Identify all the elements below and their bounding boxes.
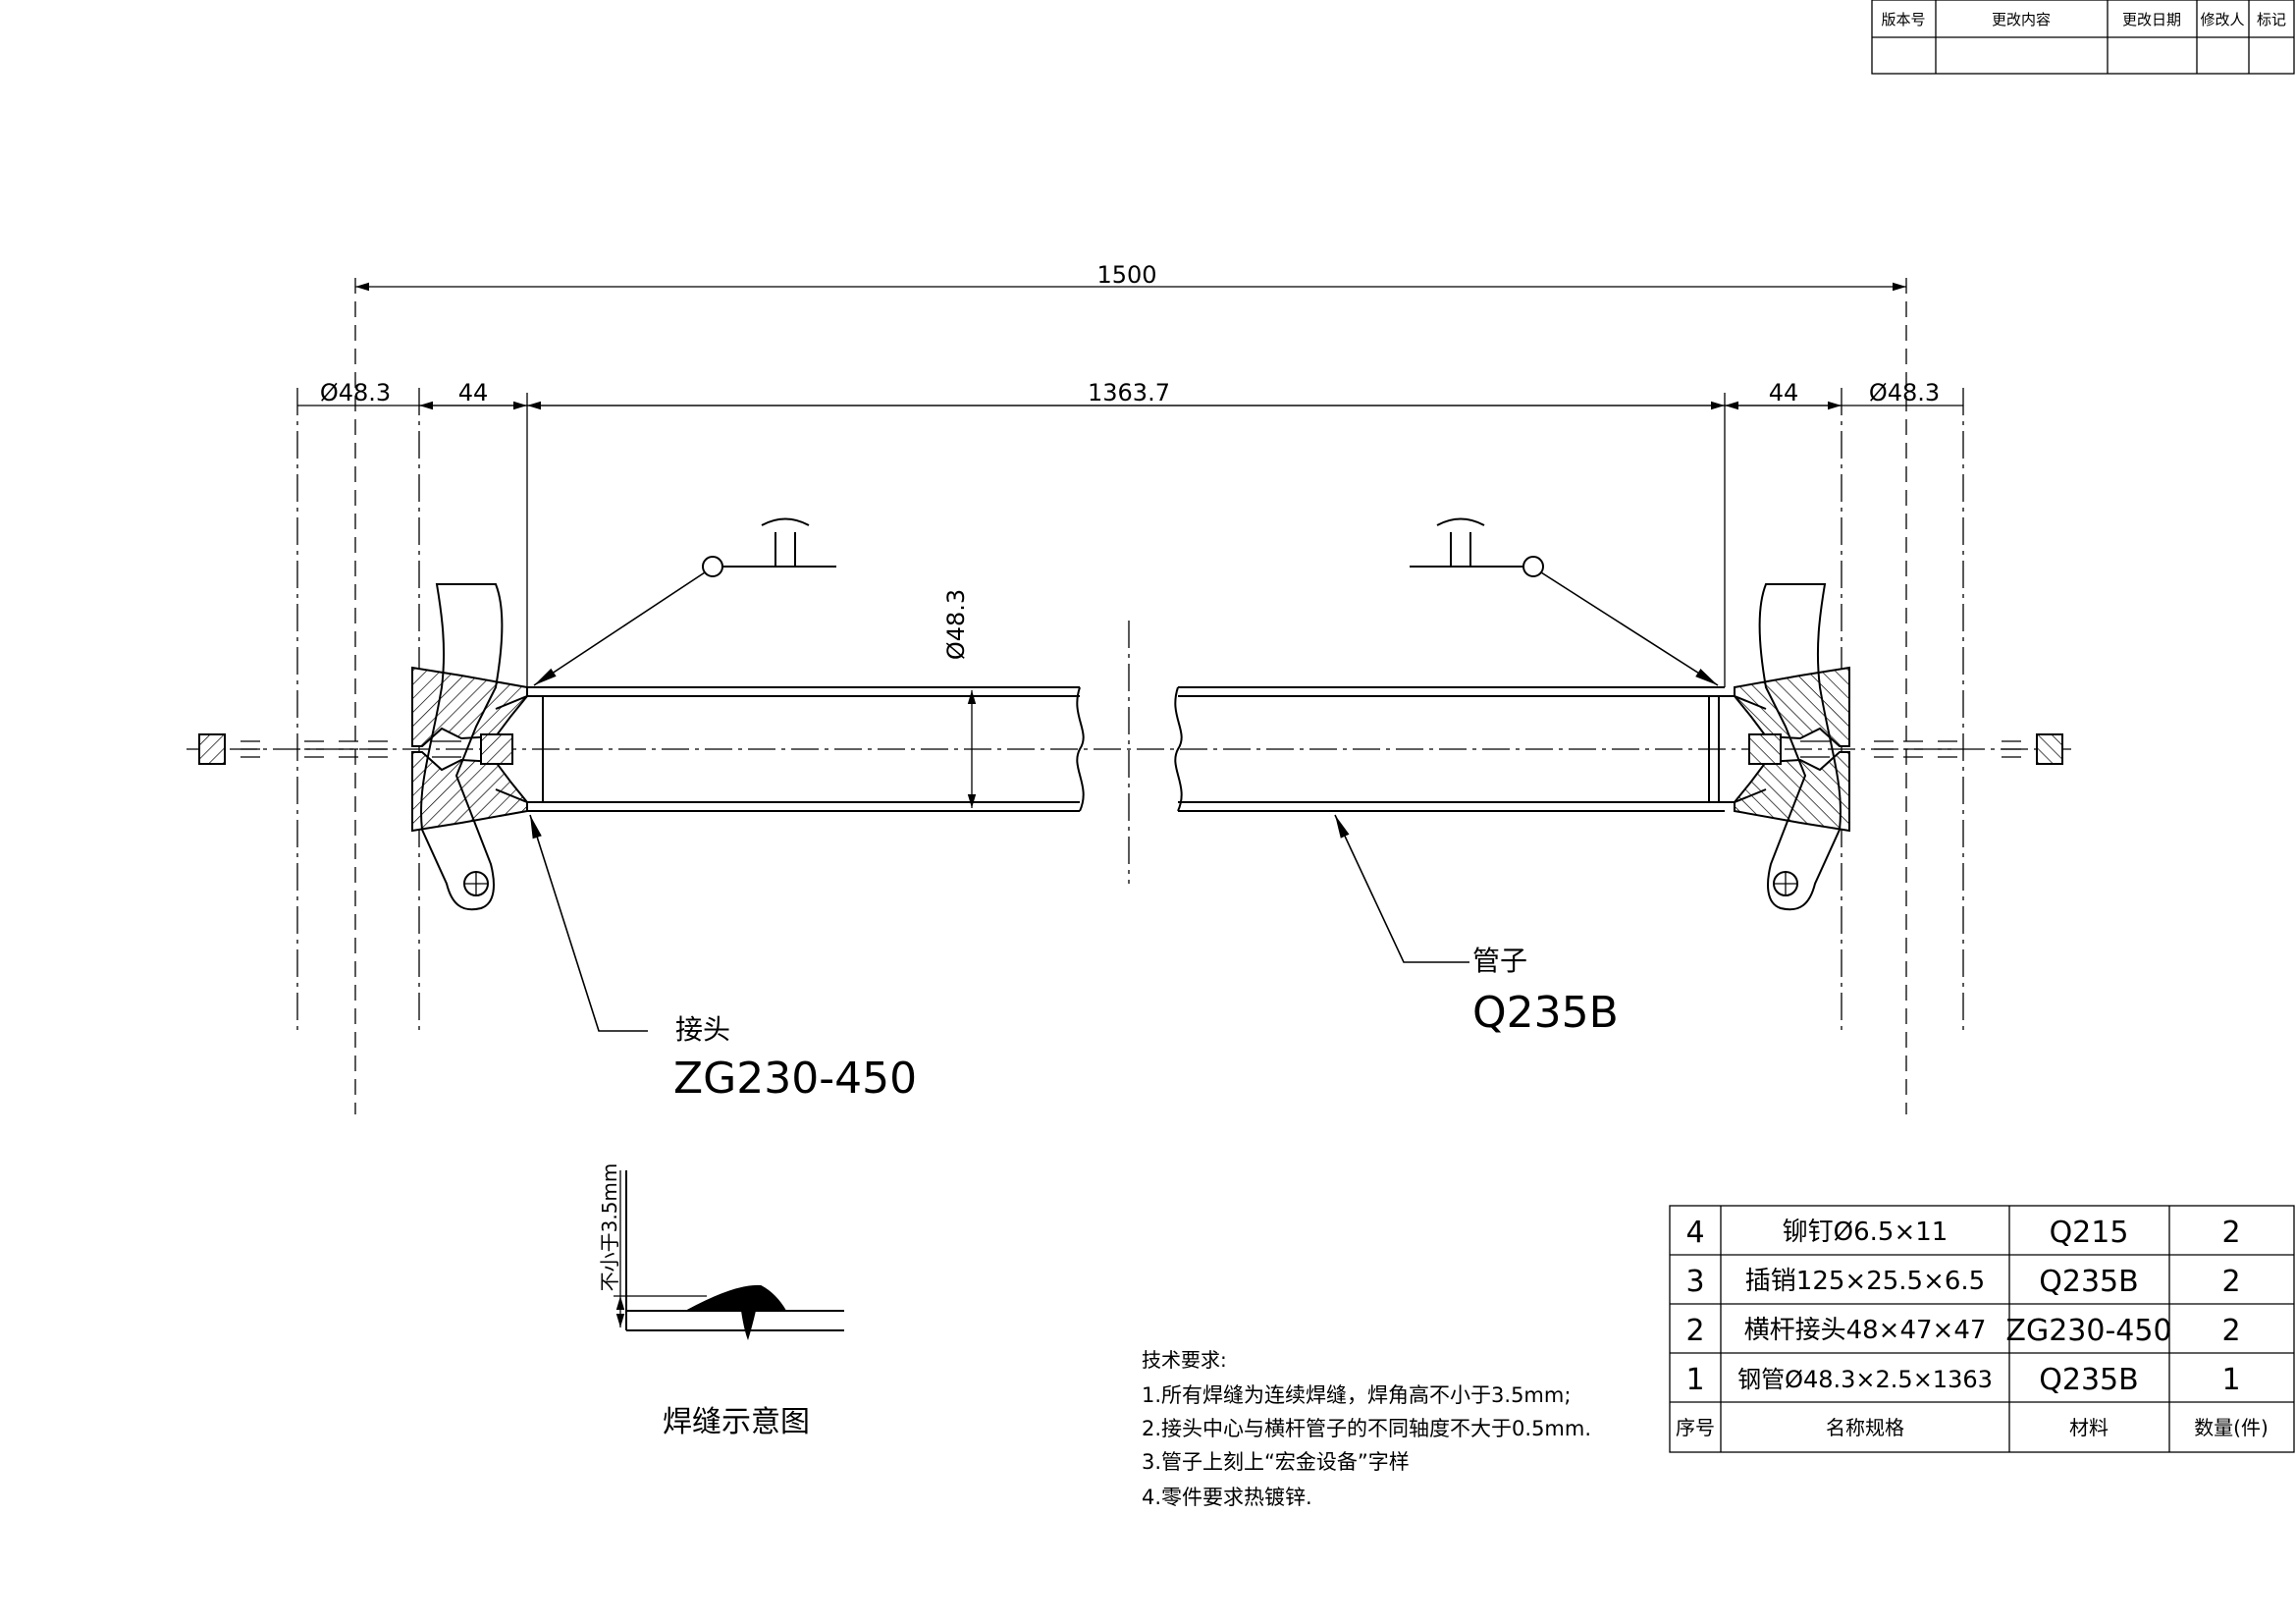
- dim-left-diameter: Ø48.3: [320, 379, 391, 406]
- tech-requirements-title: 技术要求:: [1142, 1348, 1227, 1372]
- weld-diagram-title: 焊缝示意图: [663, 1405, 810, 1439]
- bom-row-2-material: ZG230-450: [2005, 1314, 2171, 1348]
- bom-header-name: 名称规格: [1826, 1416, 1904, 1439]
- pipe-material-label: Q235B: [1472, 988, 1619, 1038]
- extension-lines: [296, 278, 1964, 1114]
- right-joint: [1718, 583, 2063, 911]
- bom-row-3-no: 3: [1685, 1265, 1704, 1299]
- revision-table: 版本号 更改内容 更改日期 修改人 标记: [1871, 0, 2295, 75]
- bom-row-1-name: 钢管Ø48.3×2.5×1363: [1737, 1366, 1993, 1393]
- tech-requirement-3: 3.管子上刻上“宏金设备”字样: [1142, 1450, 1410, 1474]
- tech-requirements: 技术要求: 1.所有焊缝为连续焊缝，焊角高不小于3.5mm; 2.接头中心与横杆…: [1142, 1348, 1591, 1509]
- weld-diagram: 不小于3.5mm 焊缝示意图: [598, 1164, 844, 1439]
- dim-right-diameter: Ø48.3: [1869, 379, 1940, 406]
- bom-row-1-qty: 1: [2221, 1363, 2240, 1397]
- dim-left-joint: 44: [458, 379, 489, 406]
- weld-symbol-left: [533, 517, 836, 686]
- tech-requirement-1: 1.所有焊缝为连续焊缝，焊角高不小于3.5mm;: [1142, 1383, 1571, 1407]
- bom-header-material: 材料: [2069, 1416, 2109, 1439]
- revision-header-date: 更改日期: [2122, 11, 2181, 28]
- dim-middle: 1363.7: [1088, 379, 1170, 406]
- bom-table: 4 铆钉Ø6.5×11 Q215 2 3 插销125×25.5×6.5 Q235…: [1669, 1205, 2295, 1453]
- dim-tube-diameter: Ø48.3: [942, 589, 970, 660]
- joint-material-label: ZG230-450: [673, 1054, 917, 1104]
- revision-header-editor: 修改人: [2200, 11, 2244, 28]
- pipe-callout: 管子 Q235B: [1334, 814, 1619, 1038]
- tech-requirement-2: 2.接头中心与横杆管子的不同轴度不大于0.5mm.: [1142, 1417, 1591, 1440]
- dim-overall: 1500: [1096, 261, 1156, 289]
- bom-row-3-material: Q235B: [2039, 1265, 2138, 1299]
- dimension-lines: 1500 Ø48.3 44 1363.7 44 Ø48.3 Ø48.3: [297, 261, 1963, 808]
- weld-symbol-right: [1410, 517, 1719, 686]
- bom-row-2-no: 2: [1685, 1314, 1704, 1348]
- bom-row-4-qty: 2: [2221, 1216, 2240, 1250]
- bom-row-3-name: 插销125×25.5×6.5: [1745, 1267, 1985, 1296]
- pipe-name-label: 管子: [1472, 945, 1527, 977]
- bom-row-4-material: Q215: [2050, 1216, 2129, 1250]
- bom-row-4-no: 4: [1685, 1216, 1704, 1250]
- pipe: [527, 686, 1725, 812]
- revision-header-version: 版本号: [1881, 11, 1925, 28]
- revision-header-content: 更改内容: [1992, 11, 2051, 28]
- joint-callout: 接头 ZG230-450: [529, 814, 917, 1104]
- left-joint: [198, 583, 544, 911]
- joint-name-label: 接头: [675, 1013, 730, 1046]
- bom-row-2-name: 横杆接头48×47×47: [1744, 1316, 1987, 1345]
- bom-row-3-qty: 2: [2221, 1265, 2240, 1299]
- dim-right-joint: 44: [1769, 379, 1799, 406]
- tech-requirement-4: 4.零件要求热镀锌.: [1142, 1486, 1312, 1509]
- bom-row-1-material: Q235B: [2039, 1363, 2138, 1397]
- bom-header-qty: 数量(件): [2194, 1416, 2269, 1439]
- bom-row-1-no: 1: [1685, 1363, 1704, 1397]
- revision-header-mark: 标记: [2257, 11, 2286, 28]
- bom-row-2-qty: 2: [2221, 1314, 2240, 1348]
- bom-row-4-name: 铆钉Ø6.5×11: [1783, 1218, 1949, 1247]
- bom-header-no: 序号: [1676, 1416, 1715, 1439]
- weld-dimension-label: 不小于3.5mm: [598, 1164, 621, 1292]
